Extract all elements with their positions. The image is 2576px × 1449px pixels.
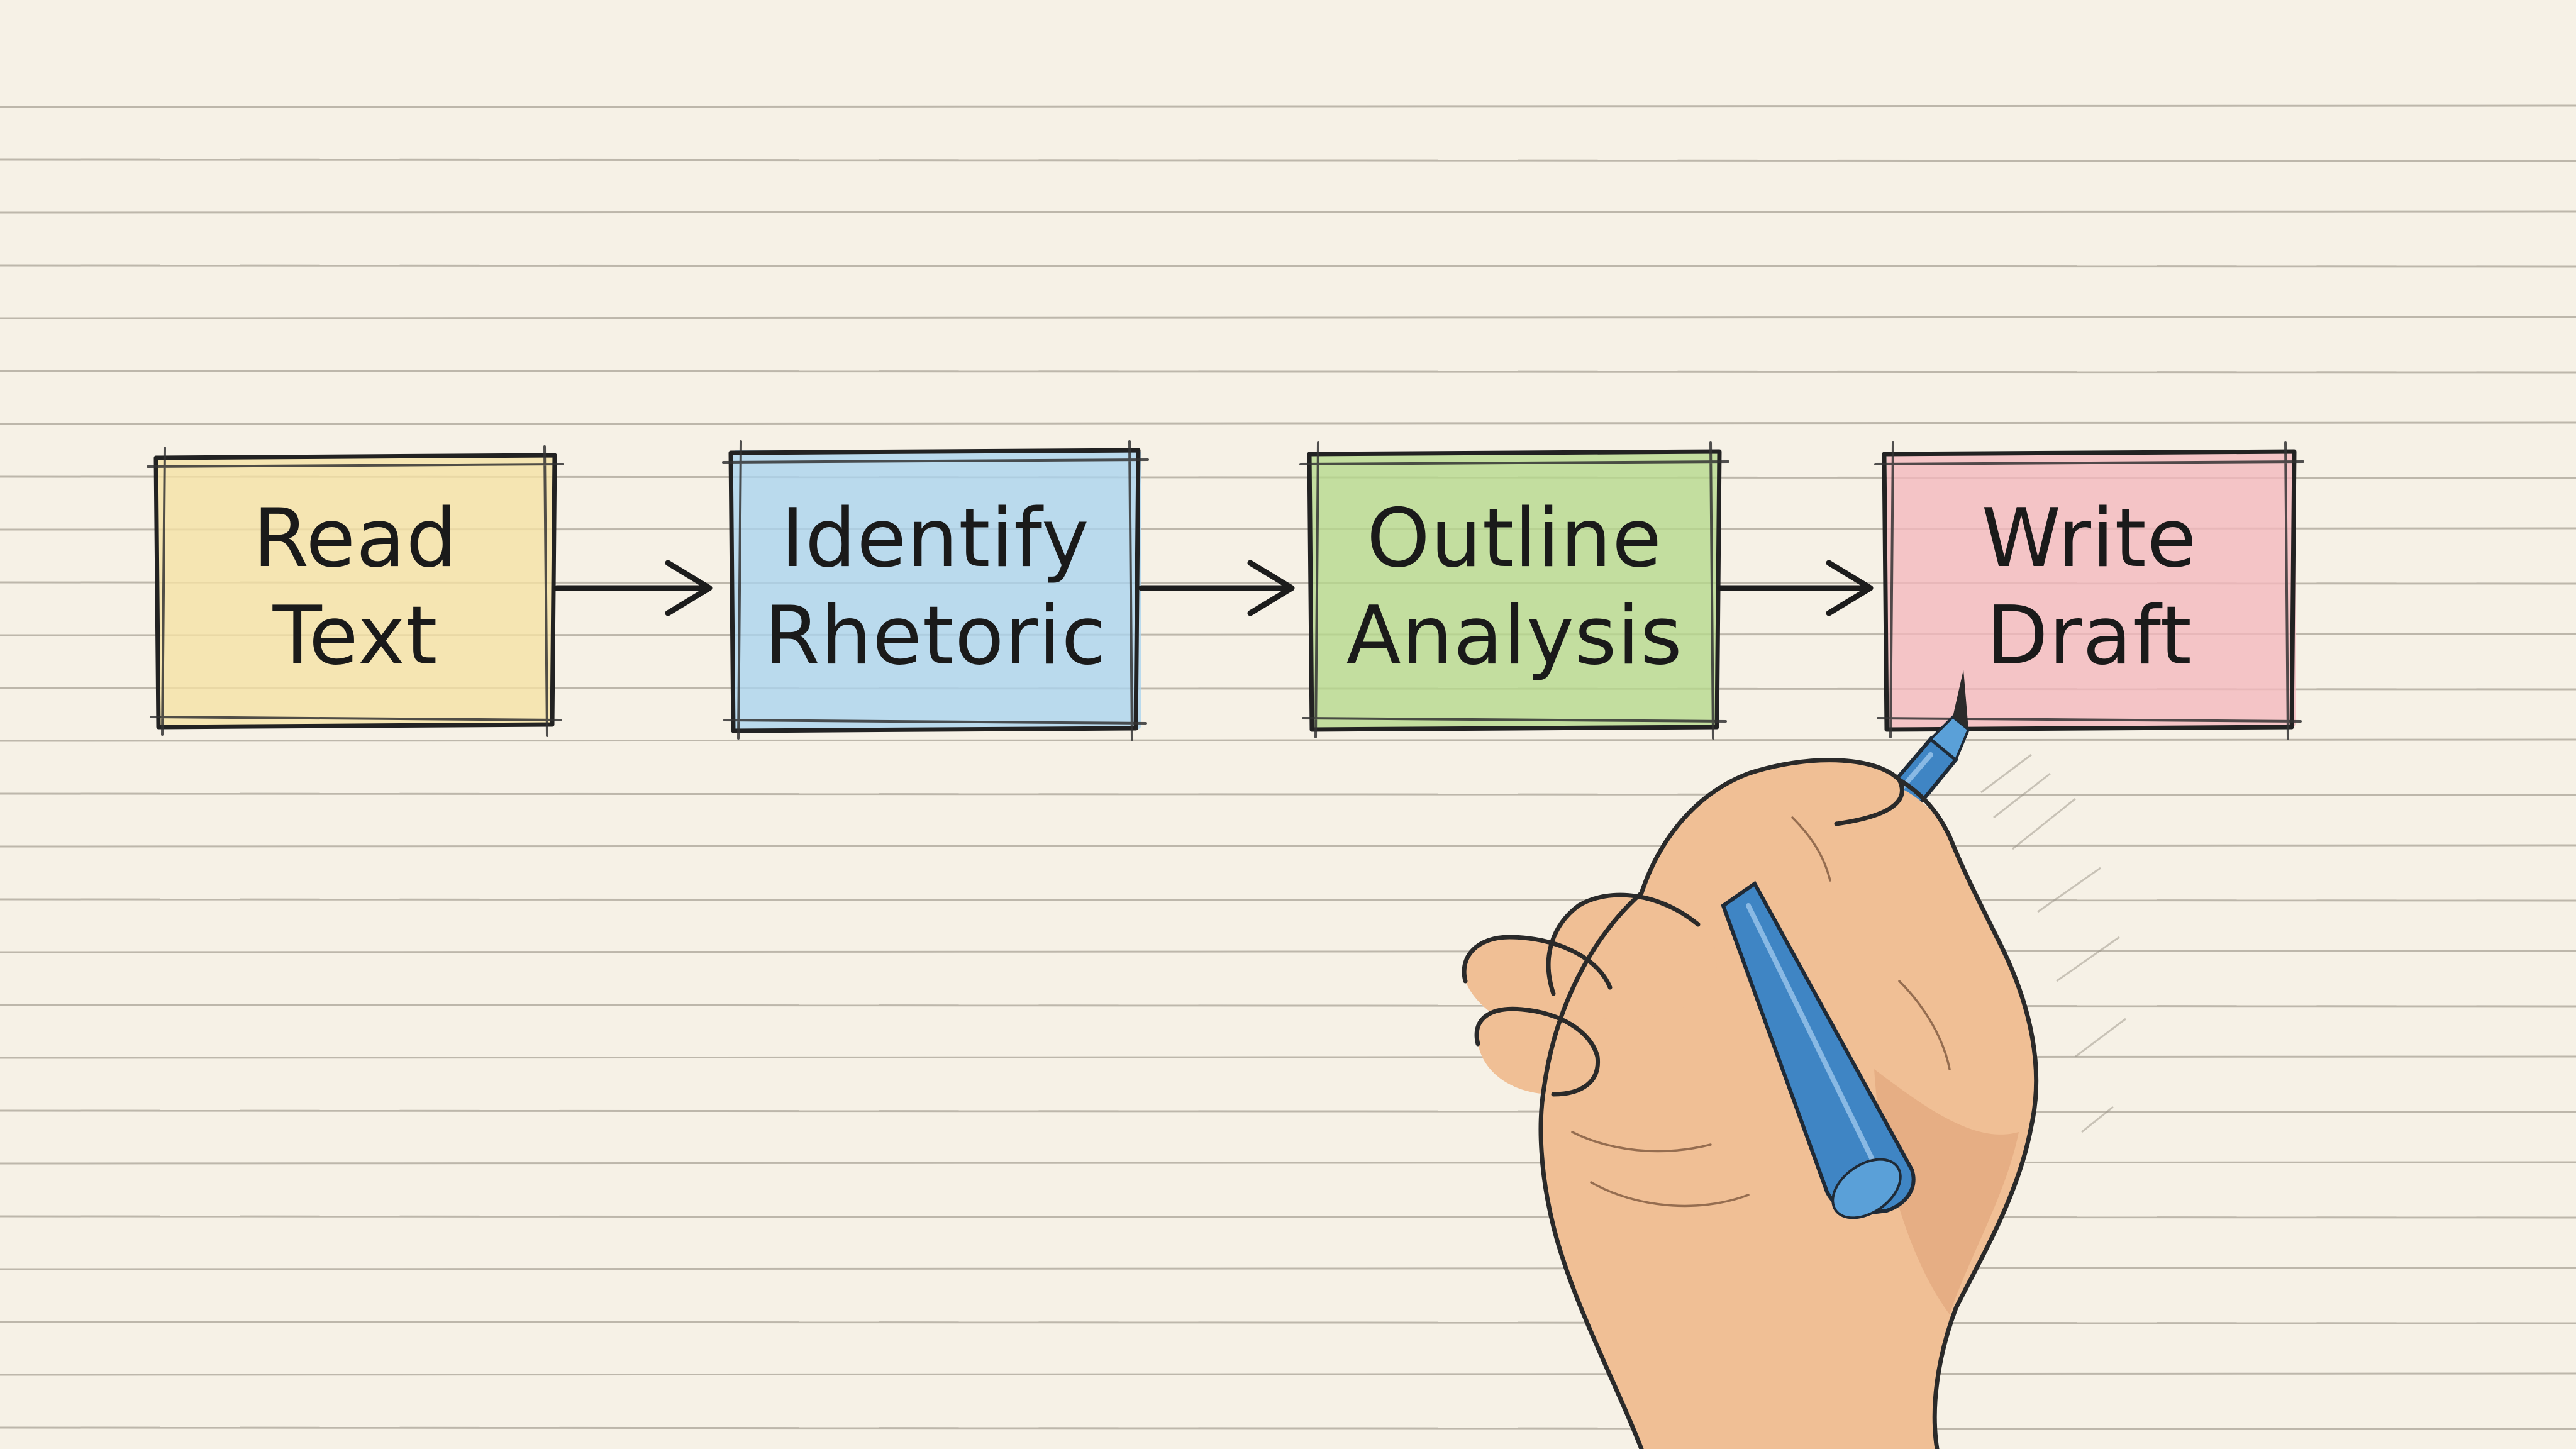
ruled-line: [0, 1267, 2576, 1270]
step-label-line1-4: Write: [1982, 492, 2197, 586]
step-box-write-draft: Write Draft: [1874, 441, 2304, 740]
ruled-line: [0, 1215, 2576, 1219]
ruled-line: [0, 158, 2576, 162]
step-sketch-1: [147, 445, 564, 737]
step-box-read-text: Read Text: [147, 445, 564, 737]
step-label-line2-3: Analysis: [1346, 589, 1682, 683]
arrow-2-to-3: [1138, 560, 1295, 616]
step-border-4: [1882, 449, 2297, 732]
ruled-line: [0, 1321, 2576, 1324]
step-fill-2: [733, 450, 1141, 730]
ruled-line: [0, 792, 2576, 796]
step-label-line2-1: Text: [272, 589, 438, 683]
step-border-2: [728, 448, 1141, 733]
arrow-1-to-2: [553, 560, 713, 616]
step-box-identify-rhetoric: Identify Rhetoric: [722, 440, 1149, 741]
step-label-line1-1: Read: [253, 492, 458, 586]
step-sketch-3: [1299, 441, 1729, 740]
pen-cap-end: [1831, 1158, 1902, 1219]
ruled-line: [0, 1109, 2576, 1113]
ruled-line: [0, 210, 2576, 214]
ruled-line: [0, 1372, 2576, 1376]
step-label-line2-2: Rhetoric: [764, 589, 1106, 683]
ruled-line: [0, 316, 2576, 319]
ruled-line: [0, 421, 2576, 425]
ruled-line: [0, 950, 2576, 953]
step-label-line1-3: Outline: [1367, 492, 1662, 586]
ruled-line: [0, 370, 2576, 374]
step-border-3: [1307, 449, 1722, 732]
ruled-line: [0, 1004, 2576, 1008]
step-fill-1: [157, 456, 553, 726]
step-fill-4: [1887, 452, 2296, 728]
ruled-line: [0, 844, 2576, 848]
ruled-line: [0, 264, 2576, 268]
arrow-3-to-4: [1717, 560, 1874, 616]
ruled-line: [0, 898, 2576, 902]
step-border-1: [153, 453, 557, 730]
step-box-outline-analysis: Outline Analysis: [1299, 441, 1729, 740]
step-fill-3: [1311, 452, 1719, 728]
ruled-line: [0, 1055, 2576, 1059]
hand-holding-pen-icon: [1462, 670, 2126, 1449]
ruled-paper-lines: [0, 104, 2576, 1430]
ruled-line: [0, 1426, 2576, 1430]
ruled-line: [0, 1161, 2576, 1165]
step-label-line1-2: Identify: [780, 492, 1089, 586]
step-sketch-4: [1874, 441, 2304, 740]
step-sketch-2: [722, 440, 1149, 741]
step-label-line2-4: Draft: [1986, 589, 2192, 683]
ruled-line: [0, 738, 2576, 742]
ruled-line: [0, 104, 2576, 108]
hand-shadow-hatching: [1980, 753, 2126, 1133]
